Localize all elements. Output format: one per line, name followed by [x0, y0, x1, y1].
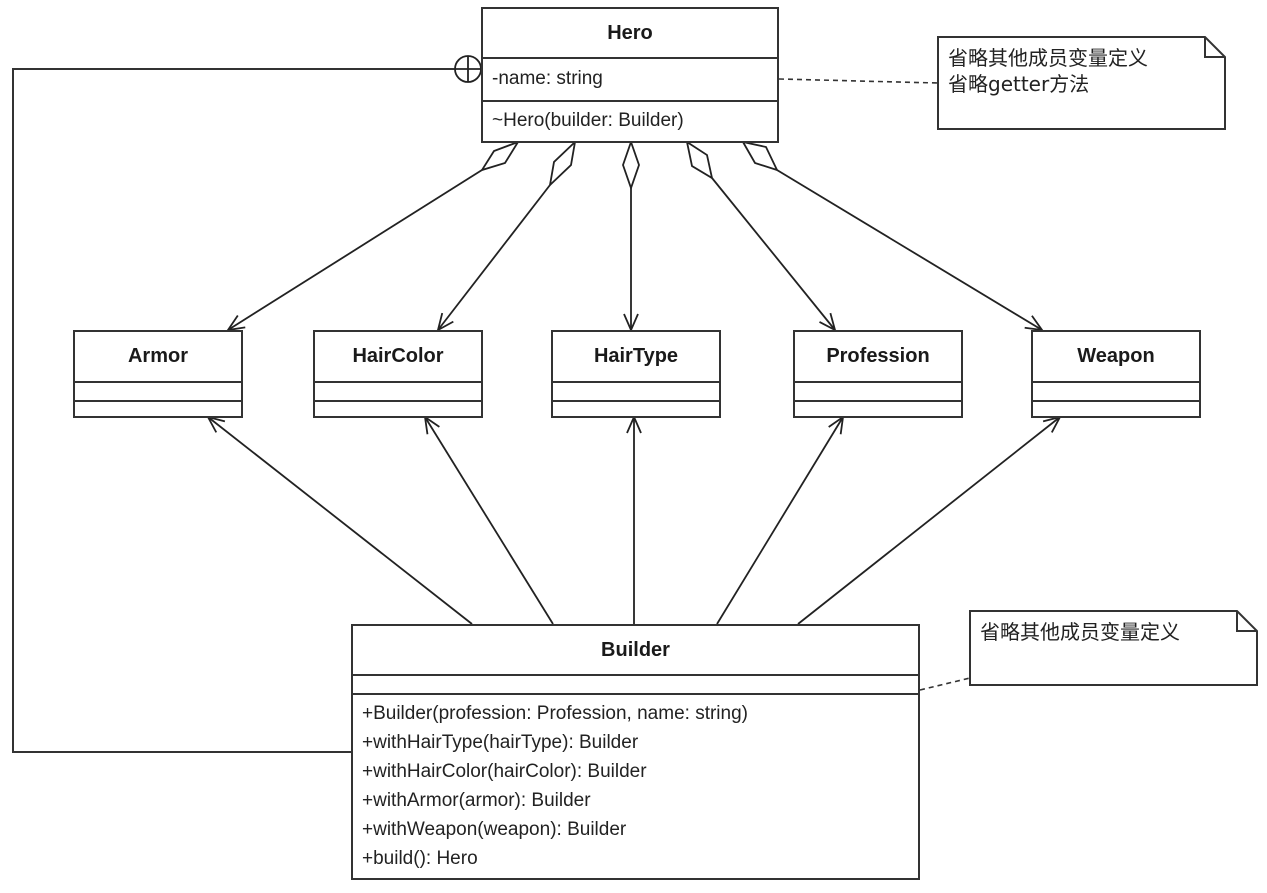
class-title: Builder [601, 638, 670, 661]
method: +build(): Hero [362, 848, 478, 869]
note-builder[interactable]: 省略其他成员变量定义 [970, 611, 1257, 685]
note-hero[interactable]: 省略其他成员变量定义 省略getter方法 [938, 37, 1225, 129]
class-title: Profession [826, 345, 930, 367]
class-attributes [795, 381, 961, 400]
aggregation-diamond-icon [479, 140, 521, 172]
class-attributes [315, 381, 481, 400]
class-attributes [353, 674, 918, 693]
aggregation-diamond-icon [622, 139, 640, 191]
association-builder-armor [208, 417, 473, 625]
aggregation-hero-armor [228, 140, 521, 330]
note-link-builder [919, 677, 971, 691]
class-methods [553, 400, 719, 416]
class-hairtype[interactable]: HairType [551, 330, 721, 418]
aggregation-diamond-icon [741, 140, 779, 172]
class-title: HairColor [352, 345, 444, 367]
class-attributes [75, 381, 241, 400]
class-methods [1033, 400, 1199, 416]
note-hero-shape [937, 36, 1226, 130]
association-builder-haircolor [425, 417, 554, 625]
note-text: 省略其他成员变量定义 省略getter方法 [948, 45, 1148, 97]
note-text: 省略其他成员变量定义 [980, 619, 1180, 645]
note-line: 省略getter方法 [948, 72, 1090, 96]
note-builder-shape [969, 610, 1258, 686]
class-hero[interactable]: Hero -name: string ~Hero(builder: Builde… [481, 7, 779, 143]
class-title: Armor [127, 345, 188, 367]
class-title: Weapon [1077, 345, 1155, 367]
class-methods: ~Hero(builder: Builder) [483, 100, 777, 141]
method: +withHairType(hairType): Builder [362, 732, 639, 753]
class-methods [75, 400, 241, 416]
association-builder-profession [716, 417, 843, 625]
class-profession[interactable]: Profession [793, 330, 963, 418]
method: ~Hero(builder: Builder) [492, 110, 684, 131]
class-methods [315, 400, 481, 416]
class-weapon[interactable]: Weapon [1031, 330, 1201, 418]
method: +withWeapon(weapon): Builder [362, 819, 627, 840]
method: +Builder(profession: Profession, name: s… [362, 703, 748, 724]
nesting-anchor-icon [454, 55, 482, 83]
class-methods: +Builder(profession: Profession, name: s… [353, 693, 918, 873]
class-title: HairType [593, 345, 679, 367]
note-line: 省略其他成员变量定义 [980, 620, 1180, 644]
association-builder-weapon [797, 417, 1060, 625]
class-haircolor[interactable]: HairColor [313, 330, 483, 418]
nested-class-connector [12, 68, 455, 753]
class-methods [795, 400, 961, 416]
class-armor[interactable]: Armor [73, 330, 243, 418]
attribute: -name: string [492, 68, 603, 89]
method: +withArmor(armor): Builder [362, 790, 591, 811]
note-link-hero [778, 78, 939, 84]
class-builder[interactable]: Builder +Builder(profession: Profession,… [351, 624, 920, 880]
class-attributes [553, 381, 719, 400]
aggregation-hero-profession [685, 140, 835, 330]
aggregation-hero-weapon [741, 140, 1042, 330]
class-title: Hero [607, 21, 653, 44]
aggregation-hero-haircolor [438, 139, 577, 330]
class-attributes [1033, 381, 1199, 400]
aggregation-hero-hairtype [622, 139, 640, 330]
method: +withHairColor(hairColor): Builder [362, 761, 647, 782]
aggregation-diamond-icon [685, 140, 714, 180]
note-line: 省略其他成员变量定义 [948, 46, 1148, 70]
class-attributes: -name: string [483, 57, 777, 100]
aggregation-diamond-icon [548, 139, 577, 188]
